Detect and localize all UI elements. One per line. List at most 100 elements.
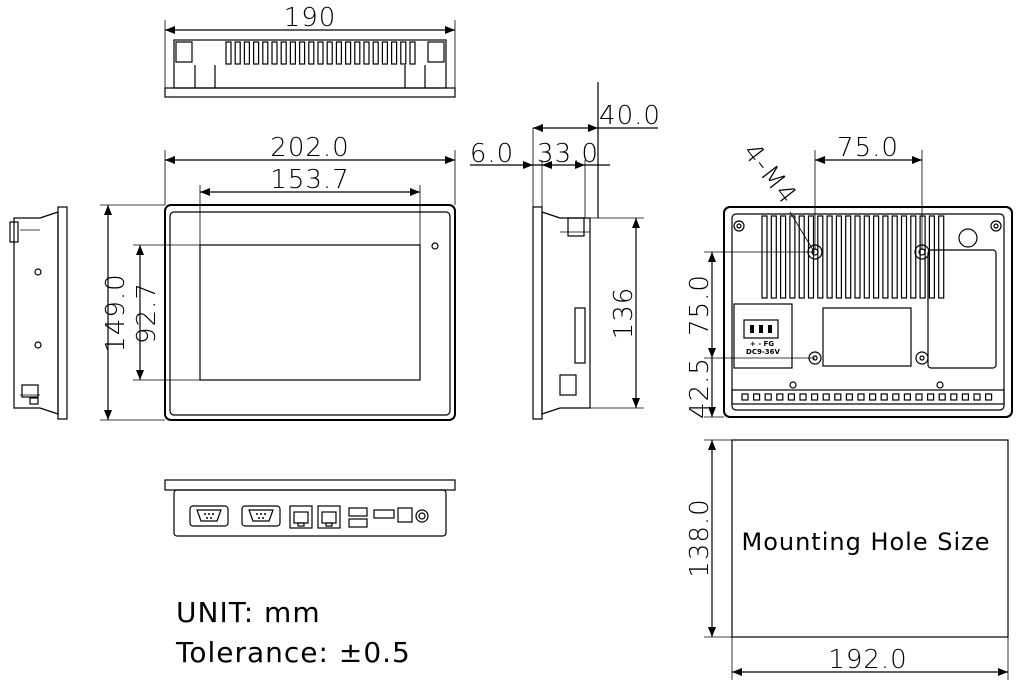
screw-label: 4-M4 <box>736 138 802 211</box>
heatsink-fin <box>225 41 232 65</box>
mounting-cutout: Mounting Hole Size 138.0 192.0 <box>685 439 1009 680</box>
io-pin <box>810 393 819 401</box>
heatsink-fin <box>253 41 260 65</box>
io-pin <box>868 393 877 401</box>
io-pin <box>764 393 772 401</box>
heatsink-fin <box>345 41 352 65</box>
heatsink-fin <box>326 41 333 65</box>
com-port-1 <box>189 505 229 527</box>
com-port-2 <box>241 505 281 527</box>
lan-port-1 <box>289 505 313 529</box>
heatsink-fin <box>262 41 269 65</box>
io-pin <box>799 393 807 401</box>
heatsink-fin <box>289 41 296 65</box>
io-pin <box>834 393 842 401</box>
io-pin <box>938 393 946 401</box>
heatsink-fin <box>280 41 287 65</box>
power-connector <box>397 507 413 523</box>
right-side-view: 40.0 6.0 33.0 136 <box>470 82 661 420</box>
hole-spacing-y-label: 75.0 <box>685 274 715 336</box>
hole-spacing-x-label: 75.0 <box>837 133 899 163</box>
heatsink-fin <box>271 41 278 65</box>
hole-offset-y-label: 42.5 <box>685 357 715 419</box>
io-pin <box>857 393 865 401</box>
io-pin <box>984 393 993 401</box>
io-pin <box>822 393 830 401</box>
heatsink-fin <box>363 41 370 65</box>
heatsink-fin <box>919 215 926 299</box>
heatsink-fin <box>243 41 250 65</box>
hdmi-port <box>373 509 395 519</box>
io-pin <box>892 393 900 401</box>
total-depth-label: 40.0 <box>599 101 661 131</box>
unit-label: UNIT: mm <box>176 596 321 629</box>
screen-width-label: 153.7 <box>270 165 349 195</box>
power-voltage-label: DC9-36V <box>746 348 780 356</box>
heatsink-fin <box>317 41 324 65</box>
left-side-view <box>9 206 68 420</box>
io-pin <box>903 393 912 401</box>
bezel-depth-label: 6.0 <box>470 139 514 169</box>
heatsink-fin <box>854 215 861 299</box>
front-view: 202.0 153.7 149.0 92.7 <box>100 133 456 421</box>
cutout-height-label: 138.0 <box>685 498 715 577</box>
heatsink-fin <box>779 215 787 299</box>
top-width-label: 190 <box>284 3 337 33</box>
cutout-width-label: 192.0 <box>828 645 907 675</box>
heatsink-fin <box>872 215 880 299</box>
heatsink-fin <box>817 215 824 299</box>
heatsink-fin <box>845 215 852 299</box>
heatsink-fin <box>234 41 241 65</box>
front-height-label: 149.0 <box>101 273 131 352</box>
heatsink-fin <box>863 215 870 299</box>
bottom-view <box>164 479 456 537</box>
notes: UNIT: mm Tolerance: ±0.5 <box>175 596 411 669</box>
heatsink-fin <box>835 215 843 299</box>
heatsink-fin <box>308 41 315 65</box>
heatsink-fin <box>938 215 945 299</box>
heatsink-fin <box>761 215 768 299</box>
io-pin <box>926 393 935 401</box>
heatsink-fin <box>798 215 805 299</box>
top-view: 190 <box>164 3 456 98</box>
heatsink-fin <box>789 215 796 299</box>
side-height-label: 136 <box>609 287 639 340</box>
heatsink-fin <box>354 41 361 65</box>
heatsink-fin <box>826 215 833 299</box>
heatsink-fin <box>391 41 398 65</box>
screen-height-label: 92.7 <box>132 282 162 344</box>
heatsink-fin <box>400 41 407 65</box>
io-pin <box>880 393 888 401</box>
heatsink-fin <box>381 41 388 65</box>
io-pin <box>961 393 970 401</box>
heatsink-fin <box>372 41 379 65</box>
power-pins-label: + - FG <box>750 340 774 348</box>
lan-port-2 <box>317 505 341 529</box>
heatsink-fin <box>807 215 815 299</box>
heatsink-fin <box>299 41 306 65</box>
io-pin <box>776 393 784 401</box>
io-pin <box>752 393 761 401</box>
body-depth-label: 33.0 <box>537 139 599 169</box>
io-pin <box>950 393 958 401</box>
heatsink-fin <box>882 215 889 299</box>
front-width-label: 202.0 <box>270 133 349 163</box>
io-pin <box>845 393 854 401</box>
io-pin <box>915 393 923 401</box>
io-pin <box>973 393 981 401</box>
heatsink-fin <box>409 41 416 65</box>
heatsink-fin <box>891 215 898 299</box>
tolerance-label: Tolerance: ±0.5 <box>175 636 411 669</box>
heatsink-fin <box>928 215 936 299</box>
power-button <box>415 509 429 523</box>
rear-view: 75.0 4-M4 + - FG DC9-36V 75.0 <box>685 133 1013 419</box>
heatsink-fin <box>770 215 777 299</box>
io-pin <box>741 393 749 401</box>
mounting-label: Mounting Hole Size <box>741 528 990 556</box>
io-pin <box>787 393 796 401</box>
heatsink-fin <box>335 41 342 65</box>
usb-ports <box>348 507 368 528</box>
heatsink-fin <box>910 215 917 299</box>
